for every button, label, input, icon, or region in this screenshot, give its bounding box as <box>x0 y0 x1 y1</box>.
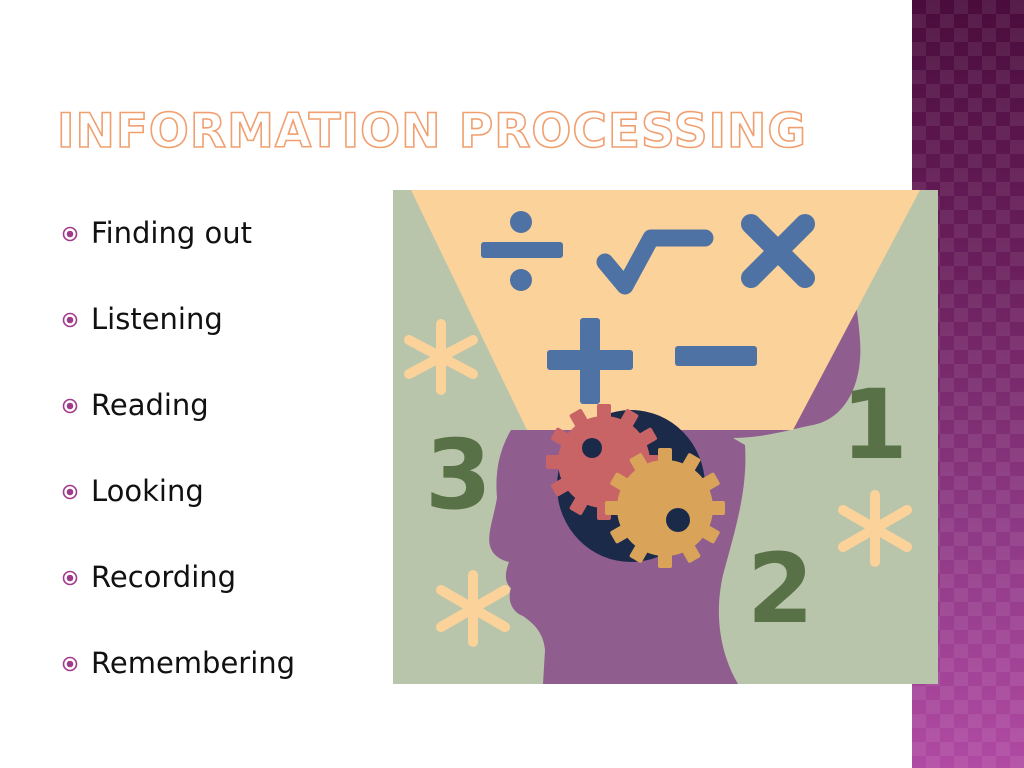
radio-bullet-icon <box>62 570 78 586</box>
bullet-item: Finding out <box>62 212 295 298</box>
plus-icon <box>547 318 633 404</box>
bullet-label: Remembering <box>91 646 296 680</box>
bullet-label: Recording <box>91 560 237 594</box>
divide-icon <box>481 211 563 291</box>
asterisk-icon <box>838 490 912 567</box>
number-one: 1 <box>841 369 908 481</box>
head-gears-illustration: 3 1 2 <box>393 190 938 684</box>
bullet-item: Looking <box>62 470 295 556</box>
bullet-item: Recording <box>62 556 295 642</box>
radio-bullet-icon <box>62 312 78 328</box>
asterisk-icon <box>404 319 478 395</box>
radio-bullet-icon <box>62 656 78 672</box>
asterisk-icon <box>436 570 510 647</box>
number-three: 3 <box>425 419 492 531</box>
bullet-label: Finding out <box>91 216 252 250</box>
bullet-label: Looking <box>91 474 204 508</box>
bullet-item: Remembering <box>62 642 295 728</box>
bullet-label: Listening <box>91 302 223 336</box>
minus-icon <box>675 346 757 366</box>
radio-bullet-icon <box>62 484 78 500</box>
gold-gear-icon <box>605 448 725 568</box>
bullet-list: Finding out Listening Reading Looking Re… <box>62 212 295 728</box>
multiply-icon <box>741 214 815 288</box>
radio-bullet-icon <box>62 398 78 414</box>
bullet-label: Reading <box>91 388 209 422</box>
bullet-item: Listening <box>62 298 295 384</box>
bullet-item: Reading <box>62 384 295 470</box>
number-two: 2 <box>747 533 814 645</box>
square-root-icon <box>596 229 714 295</box>
radio-bullet-icon <box>62 226 78 242</box>
slide-title: Information Processing <box>56 103 807 160</box>
